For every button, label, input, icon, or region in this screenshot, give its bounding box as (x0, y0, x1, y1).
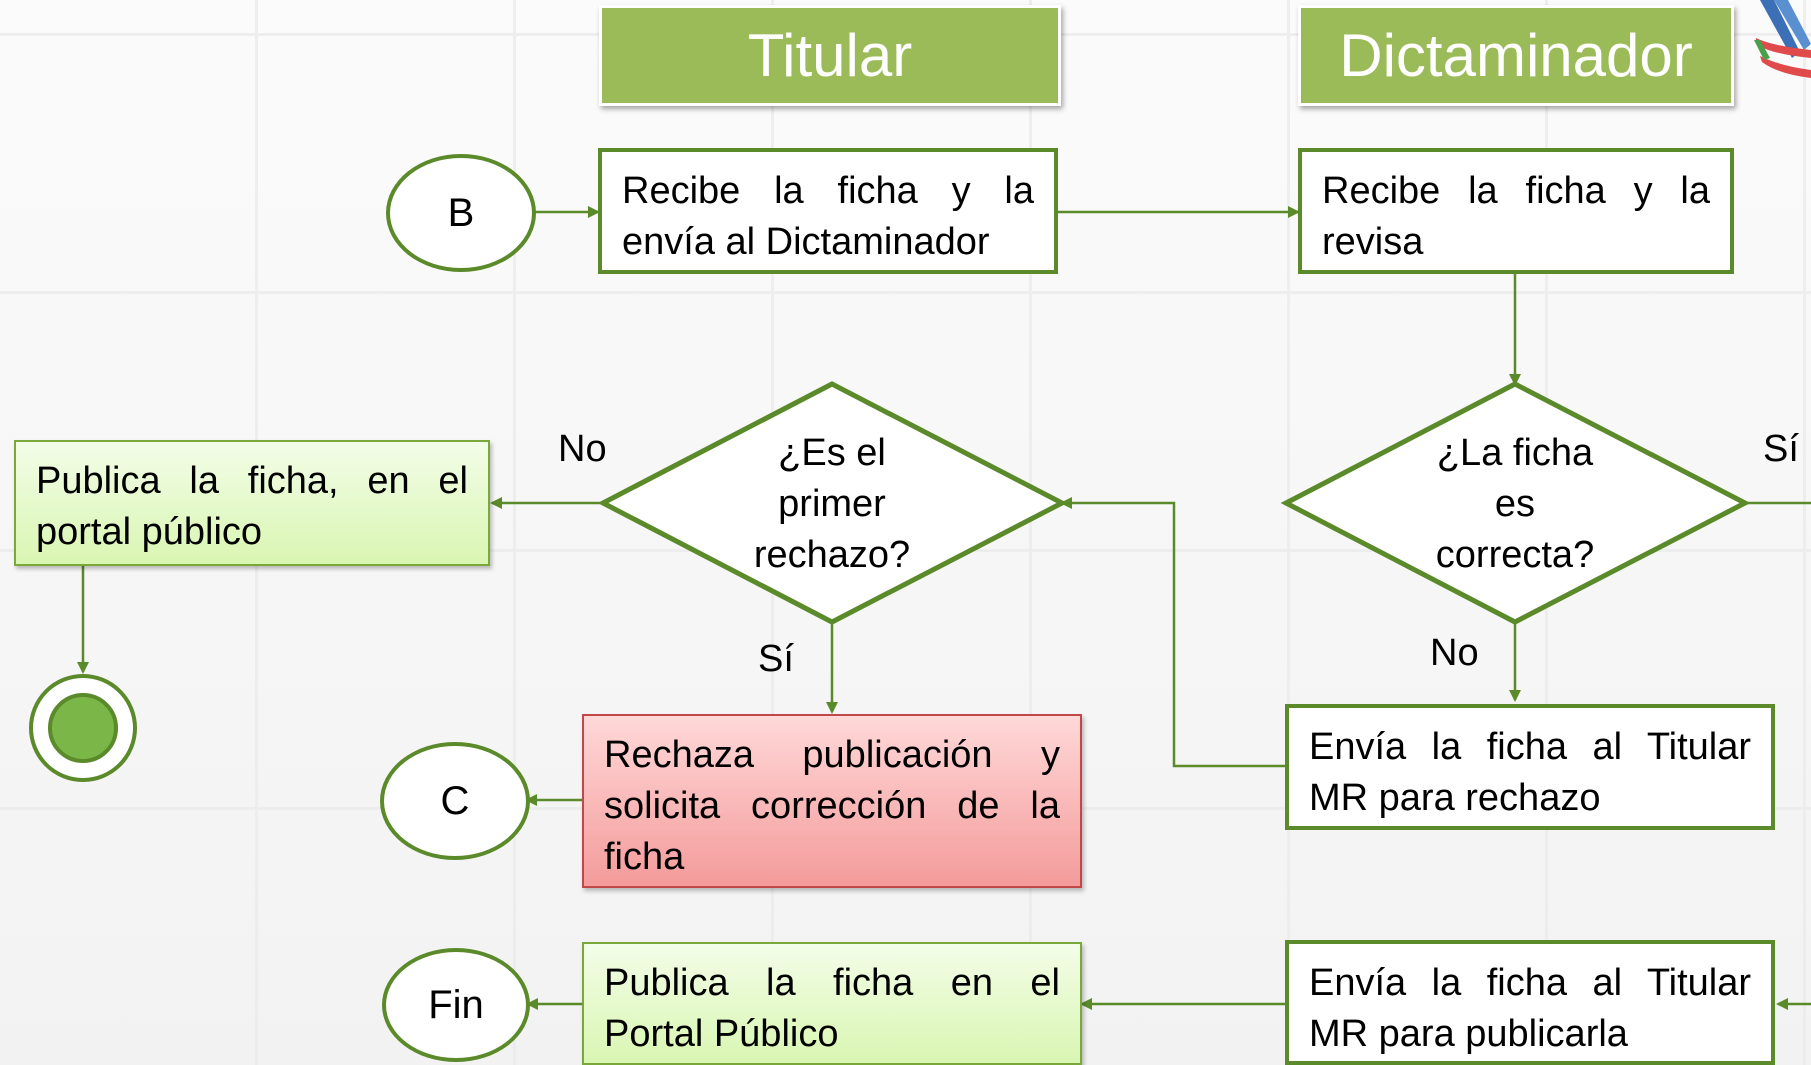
node-publica-portal-2-text: Publica la ficha en el Portal Público (604, 962, 1060, 1055)
node-dictaminador-recibe-text: Recibe la ficha y la revisa (1322, 170, 1710, 263)
decision-ficha-correcta: ¿La ficha es correcta? (1405, 428, 1625, 581)
decision-ficha-correcta-line-2: es (1494, 483, 1536, 525)
node-titular-recibe: Recibe la ficha y la envía al Dictaminad… (598, 148, 1058, 274)
connector-fin: Fin (382, 948, 530, 1062)
connector-fin-label: Fin (428, 982, 484, 1027)
node-publica-portal-2: Publica la ficha en el Portal Público (582, 942, 1082, 1065)
node-publica-portal-1: Publica la ficha, en el portal público (14, 440, 490, 566)
lane-header-titular-label: Titular (747, 22, 913, 89)
edge-label-no-primer: No (558, 428, 607, 470)
connector-b: B (386, 154, 536, 272)
edge-rechazo-to-primer (1060, 497, 1285, 768)
decision-primer-rechazo-shape (597, 381, 1068, 625)
edge-label-si-primer: Sí (758, 638, 794, 680)
decision-ficha-correcta-line-1: ¿La ficha (1436, 432, 1594, 474)
decision-primer-rechazo: ¿Es el primer rechazo? (722, 428, 942, 581)
decision-primer-rechazo-line-3: rechazo? (753, 534, 911, 576)
decision-primer-rechazo-line-2: primer (778, 483, 886, 525)
end-node-inner (48, 693, 118, 763)
node-envia-publicar-text: Envía la ficha al Titular MR para public… (1309, 962, 1751, 1055)
connector-c-label: C (440, 778, 470, 823)
edge-label-si-correcta: Sí (1763, 428, 1799, 470)
node-rechaza-publicacion: Rechaza publicación y solicita correcció… (582, 714, 1082, 888)
node-dictaminador-recibe: Recibe la ficha y la revisa (1298, 148, 1734, 274)
node-titular-recibe-text: Recibe la ficha y la envía al Dictaminad… (622, 170, 1034, 263)
edge-label-no-correcta: No (1430, 632, 1479, 674)
node-envia-rechazo: Envía la ficha al Titular MR para rechaz… (1285, 704, 1775, 830)
decision-primer-rechazo-line-1: ¿Es el (778, 432, 886, 474)
end-node (29, 674, 137, 782)
institution-logo (1754, 0, 1811, 78)
node-publica-portal-1-text: Publica la ficha, en el portal público (36, 460, 468, 553)
lane-header-dictaminador-label: Dictaminador (1339, 22, 1693, 89)
lane-header-dictaminador: Dictaminador (1298, 5, 1734, 106)
node-envia-publicar: Envía la ficha al Titular MR para public… (1285, 940, 1775, 1065)
lane-header-titular: Titular (599, 5, 1061, 106)
connector-c: C (380, 742, 530, 860)
decision-ficha-correcta-shape (1280, 381, 1751, 625)
connector-b-label: B (447, 190, 475, 235)
decision-ficha-correcta-line-3: correcta? (1435, 534, 1595, 576)
node-envia-rechazo-text: Envía la ficha al Titular MR para rechaz… (1309, 726, 1751, 819)
node-rechaza-publicacion-text: Rechaza publicación y solicita correcció… (604, 734, 1060, 878)
